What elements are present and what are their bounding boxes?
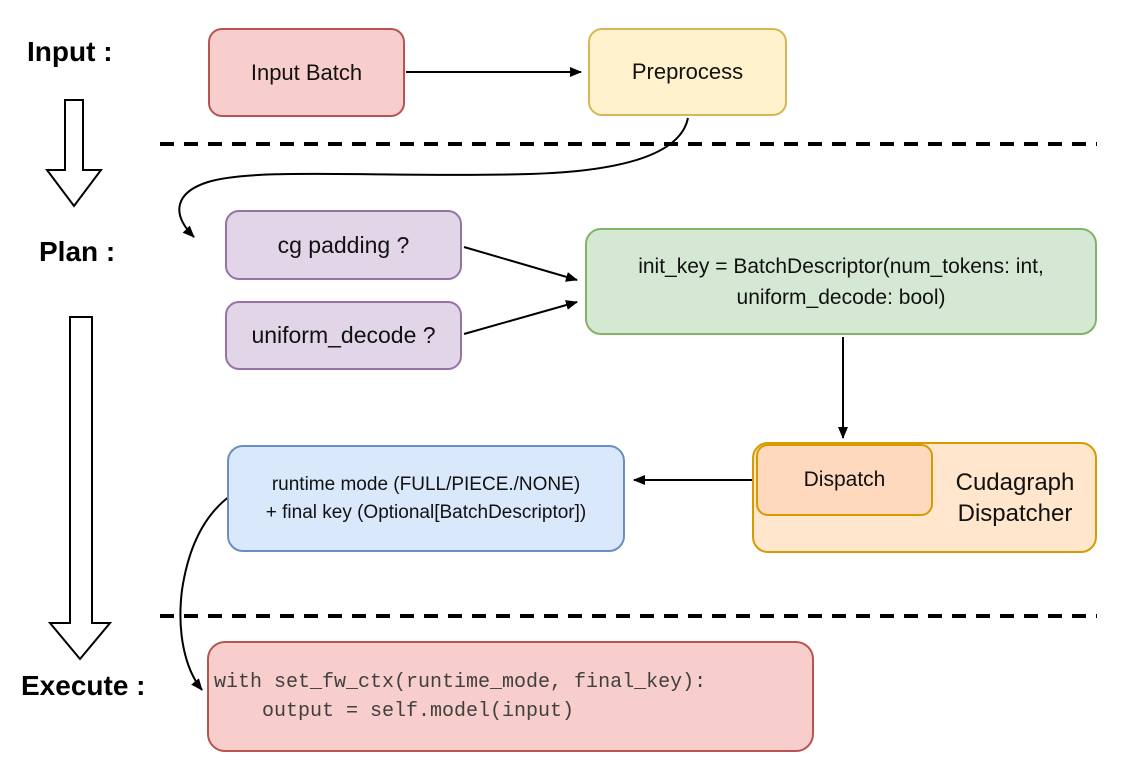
node-dispatch: Dispatch (756, 444, 933, 516)
node-preprocess: Preprocess (588, 28, 787, 116)
runtime-mode-line1: runtime mode (FULL/PIECE./NONE) (271, 473, 581, 495)
cudagraph-dispatcher-label: Cudagraph Dispatcher (936, 444, 1094, 551)
execute-code-line1: with set_fw_ctx(runtime_mode, final_key)… (214, 670, 707, 694)
init-key-line1: init_key = BatchDescriptor(num_tokens: i… (638, 254, 1044, 278)
node-uniform-decode: uniform_decode ? (225, 301, 462, 370)
phase-arrow-input-to-plan-icon (45, 99, 103, 208)
arrow-preprocess-to-cg-padding (178, 117, 689, 238)
node-execute-code: with set_fw_ctx(runtime_mode, final_key)… (207, 641, 814, 752)
section-label-execute: Execute : (21, 670, 146, 701)
section-label-input: Input : (27, 36, 113, 67)
node-init-key: init_key = BatchDescriptor(num_tokens: i… (585, 228, 1097, 335)
phase-arrow-plan-to-execute-icon (47, 316, 113, 661)
arrow-cg-padding-to-init-key (463, 246, 578, 282)
node-runtime-mode: runtime mode (FULL/PIECE./NONE) + final … (227, 445, 625, 552)
node-input-batch: Input Batch (208, 28, 405, 117)
init-key-line2: uniform_decode: bool) (736, 285, 946, 309)
section-label-plan: Plan : (39, 236, 116, 267)
arrow-runtime-mode-to-execute-code (179, 495, 231, 691)
cudagraph-line1: Cudagraph (955, 468, 1075, 496)
execute-code-line2: output = self.model(input) (214, 699, 575, 723)
runtime-mode-line2: + final key (Optional[BatchDescriptor]) (265, 501, 587, 523)
cudagraph-line2: Dispatcher (957, 499, 1073, 527)
node-cg-padding: cg padding ? (225, 210, 462, 280)
arrow-uniform-decode-to-init-key (463, 300, 578, 335)
